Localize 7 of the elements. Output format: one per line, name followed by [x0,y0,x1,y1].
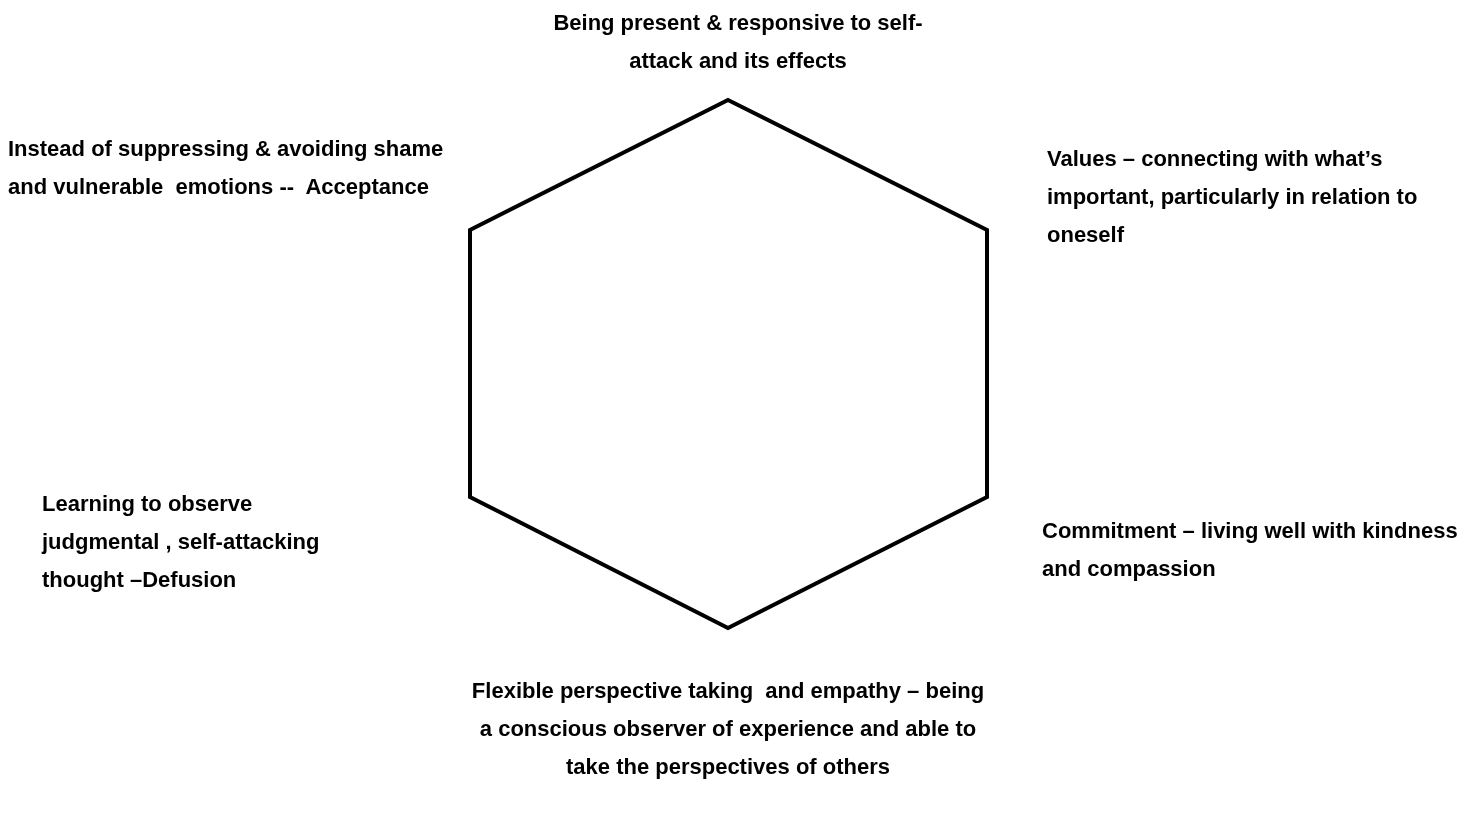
annotation-text: Instead of suppressing & avoiding shame and vulnerable emotions -- Acceptance [8,135,445,201]
annotation-text: Values – connecting with what’s important, particularly in relation to oneself [1047,145,1419,249]
annotation-text: Learning to observe judgmental , self-attacking thought –Defusion [42,490,321,594]
annotation-text: Being present & responsive to self- attack and its effects [552,9,924,75]
annotation-text: Flexible perspective taking and empathy – being a conscious observer of experience and able to take the perspectives of others [470,677,986,781]
hexagon-outline [468,97,989,631]
annotation-text: Commitment – living well with kindness and compassion [1042,517,1459,583]
